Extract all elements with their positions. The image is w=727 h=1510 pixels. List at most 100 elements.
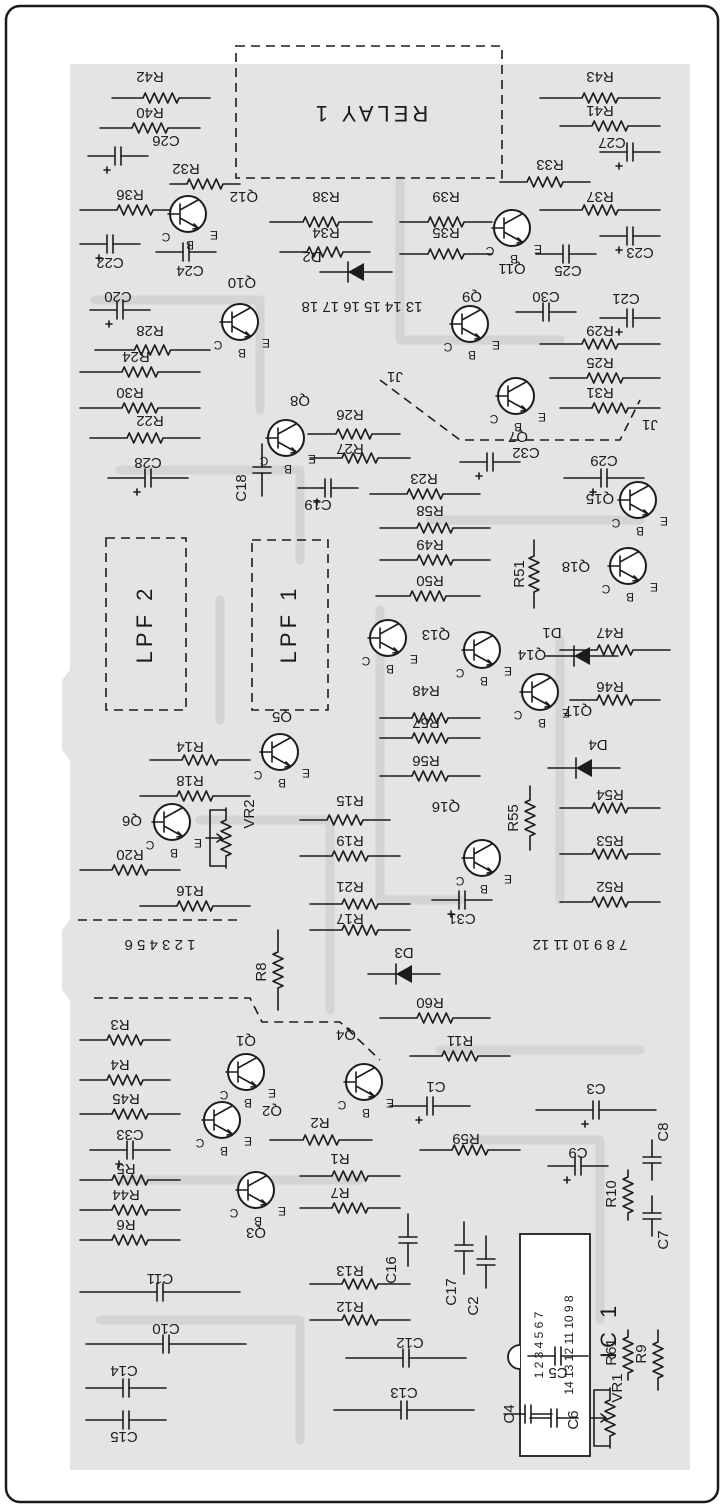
transistor-q8-pin-b: B <box>284 462 292 476</box>
capacitor-c14 <box>85 1378 167 1398</box>
resistor-r24 <box>79 366 201 378</box>
resistor-r41-label: R41 <box>586 102 614 119</box>
resistor-r16-label: R16 <box>176 882 204 899</box>
capacitor-c31 <box>431 890 493 918</box>
resistor-r29-label: R29 <box>586 322 614 339</box>
transistor-q18-pin-c: C <box>601 582 610 596</box>
pot-vr1 <box>589 1387 616 1449</box>
transistor-q8-pin-c: C <box>259 454 268 468</box>
transistor-q8-pin-e: E <box>308 452 316 466</box>
resistor-r55-label: R55 <box>505 804 522 832</box>
resistor-r25-label: R25 <box>586 354 614 371</box>
transistor-q11-pin-c: C <box>485 244 494 258</box>
capacitor-c10 <box>85 1334 247 1354</box>
capacitor-c19 <box>297 478 359 506</box>
capacitor-c23-label: C23 <box>626 244 654 261</box>
resistor-r37-label: R37 <box>586 188 614 205</box>
capacitor-c27-label: C27 <box>598 134 626 151</box>
pot-vr2-label: VR2 <box>241 799 258 828</box>
transistor-q15-label: Q15 <box>586 490 614 507</box>
resistor-r22-label: R22 <box>136 412 164 429</box>
resistor-r18-label: R18 <box>176 772 204 789</box>
resistor-r43 <box>539 92 661 104</box>
transistor-q16-pin-c: C <box>455 874 464 888</box>
transistor-q1-label: Q1 <box>236 1032 256 1049</box>
ic1-pins-bottom: 14 13 12 11 10 9 8 <box>562 1295 576 1395</box>
pot-vr2 <box>205 807 232 869</box>
resistor-r33-label: R33 <box>536 156 564 173</box>
transistor-q5-pin-b: B <box>278 776 286 790</box>
transistor-q12-pin-e: E <box>210 228 218 242</box>
resistor-r3-label: R3 <box>110 1016 129 1033</box>
header-pins-1-6: 1 2 3 4 5 6 <box>125 936 196 953</box>
capacitor-c19-label: C19 <box>304 496 332 513</box>
resistor-r15 <box>299 814 391 826</box>
transistor-q14 <box>461 631 501 669</box>
resistor-r61-label: R61 <box>603 1338 620 1366</box>
transistor-q7-pin-c: C <box>489 412 498 426</box>
transistor-q16-pin-b: B <box>480 882 488 896</box>
resistor-r21-label: R21 <box>336 878 364 895</box>
resistor-r22 <box>89 432 201 444</box>
transistor-q9-pin-b: B <box>468 348 476 362</box>
capacitor-c33 <box>89 1140 171 1168</box>
resistor-r41 <box>559 120 661 132</box>
header-pins-7-12: 7 8 9 10 11 12 <box>533 936 628 953</box>
capacitor-c12-label: C12 <box>396 1334 424 1351</box>
capacitor-c24 <box>155 242 217 262</box>
capacitor-c29-label: C29 <box>590 452 618 469</box>
lpf1-label: LPF 1 <box>276 585 301 664</box>
resistor-r42-label: R42 <box>136 68 164 85</box>
resistor-r4 <box>79 1074 171 1086</box>
transistor-q11-pin-e: E <box>534 242 542 256</box>
resistor-r55 <box>524 785 536 851</box>
diode-d1-label: D1 <box>542 624 561 641</box>
transistor-q6-pin-b: B <box>170 846 178 860</box>
capacitor-c20 <box>89 300 151 328</box>
j1-label-left: J1 <box>387 368 403 385</box>
resistor-r39 <box>399 216 493 228</box>
resistor-r12 <box>309 1314 411 1326</box>
transistor-q6-label: Q6 <box>122 812 142 829</box>
resistor-r54-label: R54 <box>596 786 624 803</box>
transistor-q10-pin-c: C <box>213 338 222 352</box>
resistor-r57 <box>379 732 481 744</box>
resistor-r24-label: R24 <box>122 348 150 365</box>
transistor-q17-pin-c: C <box>513 708 522 722</box>
diode-d4-label: D4 <box>588 736 607 753</box>
transistor-q9 <box>449 305 489 343</box>
resistor-r14-label: R14 <box>176 738 204 755</box>
capacitor-c1-label: C1 <box>426 1078 445 1095</box>
transistor-q3-pin-b: B <box>254 1214 262 1228</box>
resistor-r7 <box>299 1202 401 1214</box>
diode-d2-label: D2 <box>302 248 321 265</box>
resistor-r44-label: R44 <box>112 1186 140 1203</box>
diode-d3-label: D3 <box>394 944 413 961</box>
resistor-r46-label: R46 <box>596 678 624 695</box>
capacitor-c4-label: C4 <box>501 1404 518 1423</box>
resistor-r56 <box>379 770 481 782</box>
capacitor-c4 <box>503 1404 553 1424</box>
capacitor-c1 <box>389 1096 471 1124</box>
resistor-r31-label: R31 <box>586 384 614 401</box>
resistor-r13 <box>309 1278 411 1290</box>
transistor-q9-pin-e: E <box>492 338 500 352</box>
diode-d1 <box>545 645 619 667</box>
transistor-q15 <box>617 481 657 519</box>
capacitor-c2 <box>476 1235 496 1289</box>
transistor-q17-label: Q17 <box>564 702 592 719</box>
transistor-q5-pin-e: E <box>302 766 310 780</box>
resistor-r60 <box>379 1012 491 1024</box>
resistor-r30-label: R30 <box>116 384 144 401</box>
resistor-r15-label: R15 <box>336 792 364 809</box>
resistor-r14 <box>149 754 251 766</box>
transistor-q7-label: Q7 <box>508 428 528 445</box>
resistor-r33 <box>499 176 591 188</box>
resistor-r4-label: R4 <box>110 1056 129 1073</box>
transistor-q13 <box>367 619 407 657</box>
transistor-q4 <box>343 1063 383 1101</box>
resistor-r5 <box>79 1174 181 1186</box>
capacitor-c30-label: C30 <box>532 288 560 305</box>
j1-label-right: J1 <box>642 416 658 433</box>
